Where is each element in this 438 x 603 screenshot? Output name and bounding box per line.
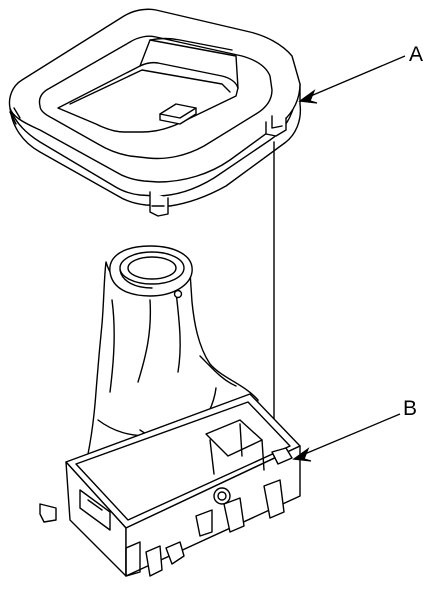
callout-a-leader: [306, 56, 405, 98]
console-trim-bezel: [10, 9, 301, 216]
shifter-boot-and-base: [40, 246, 300, 576]
callout-a-arrowhead: [300, 91, 317, 103]
callout-b-label: B: [403, 397, 418, 420]
callout-b-leader: [300, 414, 400, 456]
callout-a-label: A: [409, 43, 424, 66]
callout-b-arrowhead: [294, 449, 311, 461]
